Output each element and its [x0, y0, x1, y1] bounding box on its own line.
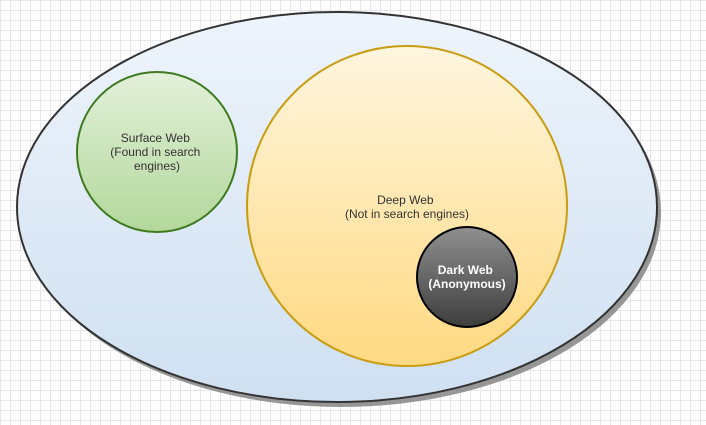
dark-web-label-line-1: Dark Web [438, 263, 493, 277]
surface-web-circle[interactable] [76, 71, 238, 233]
dark-web-circle[interactable] [416, 226, 518, 328]
dark-web-label-line-2: (Anonymous) [428, 277, 505, 291]
surface-web-label-line-2: (Found in search [110, 145, 200, 159]
deep-web-label: Deep Web (Not in search engines) [345, 193, 469, 221]
deep-web-node[interactable]: Deep Web (Not in search engines) [246, 45, 568, 367]
deep-web-label-line-2: (Not in search engines) [345, 207, 469, 221]
dark-web-node[interactable]: Dark Web (Anonymous) [416, 226, 518, 328]
dark-web-label: Dark Web (Anonymous) [428, 263, 505, 291]
surface-web-label: Surface Web (Found in search engines) [110, 131, 203, 173]
surface-web-node[interactable]: Surface Web (Found in search engines) [76, 71, 238, 233]
surface-web-label-line-3: engines) [134, 159, 180, 173]
deep-web-label-line-1: Deep Web [377, 193, 434, 207]
surface-web-label-line-1: Surface Web [121, 131, 190, 145]
